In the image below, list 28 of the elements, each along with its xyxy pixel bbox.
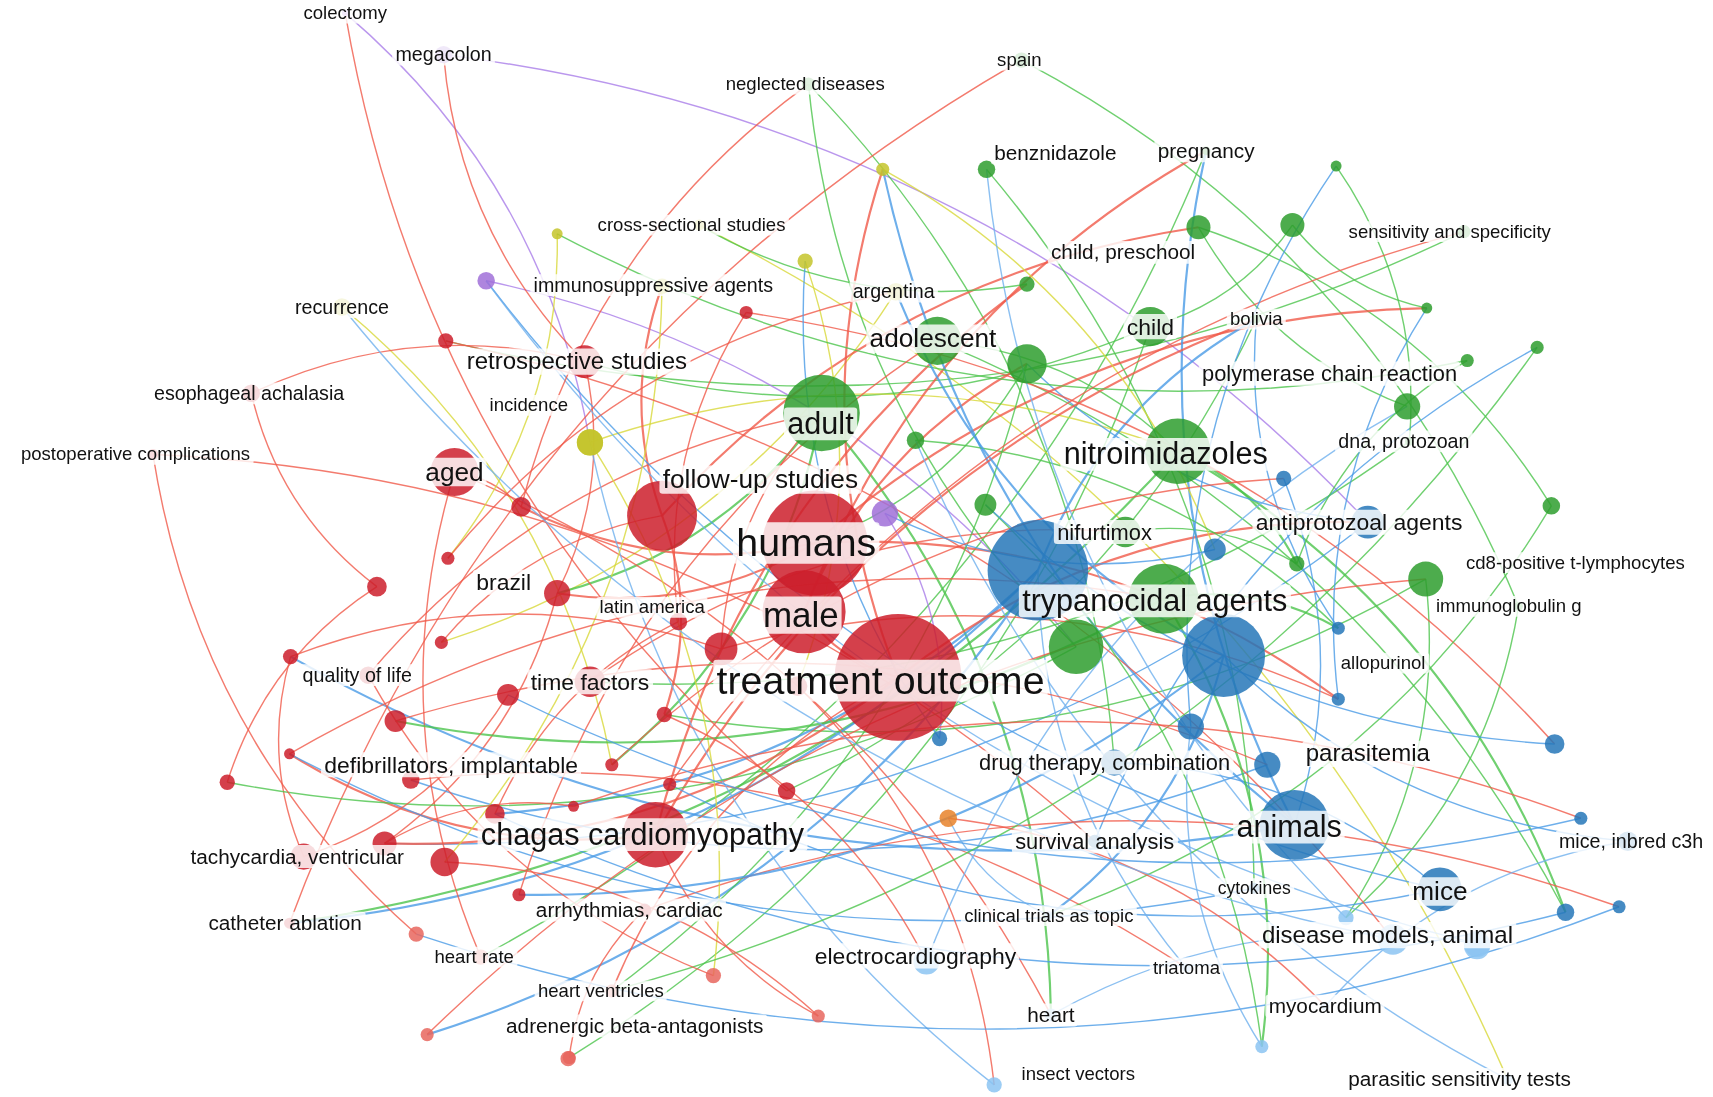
keyword-label: animals <box>1233 810 1346 844</box>
keyword-label: treatment outcome <box>713 659 1048 702</box>
keyword-label: follow-up studies <box>659 465 862 494</box>
keyword-label: disease models, animal <box>1258 922 1517 949</box>
keyword-label: heart ventricles <box>534 980 668 1002</box>
keyword-label: cytokines <box>1214 878 1294 899</box>
keyword-label: trypanocidal agents <box>1018 584 1291 618</box>
keyword-label: pregnancy <box>1154 139 1258 163</box>
keyword-label: dna, protozoan <box>1335 430 1473 453</box>
keyword-label: nitroimidazoles <box>1060 438 1271 471</box>
keyword-label: time factors <box>527 669 653 695</box>
keyword-label: adult <box>784 407 857 441</box>
keyword-label: adolescent <box>866 324 1000 353</box>
keyword-label: survival analysis <box>1011 829 1178 854</box>
keyword-label: child <box>1123 314 1178 340</box>
keyword-label: argentina <box>849 280 938 303</box>
keyword-label: myocardium <box>1265 994 1385 1018</box>
keyword-label: megacolon <box>392 43 495 66</box>
keyword-label: male <box>759 596 842 634</box>
keyword-label: clinical trials as topic <box>960 905 1137 926</box>
keyword-label: bolivia <box>1226 308 1286 330</box>
keyword-label: defibrillators, implantable <box>321 752 582 778</box>
keyword-label: mice <box>1408 877 1471 906</box>
keyword-label: latin america <box>596 597 709 618</box>
keyword-label: humans <box>733 522 880 564</box>
keyword-label: polymerase chain reaction <box>1198 361 1461 386</box>
keyword-label: chagas cardiomyopathy <box>477 818 808 852</box>
keyword-label: nifurtimox <box>1053 520 1156 545</box>
